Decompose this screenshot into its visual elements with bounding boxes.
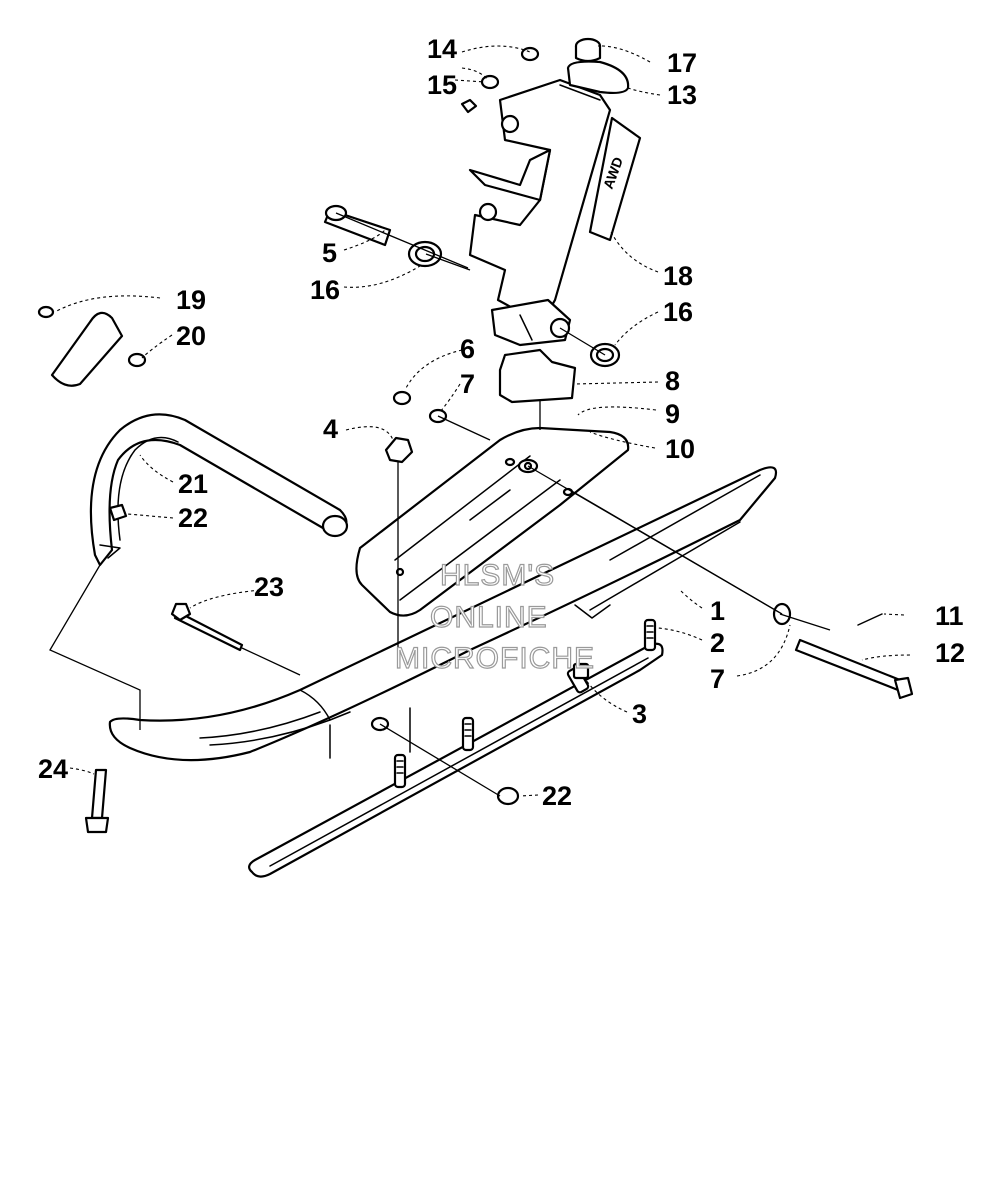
ski [108, 466, 778, 762]
callout-6: 6 [460, 334, 475, 364]
callout-24: 24 [38, 754, 68, 784]
callout-7-lower: 7 [710, 664, 725, 694]
assembly-lines [49, 212, 831, 797]
callout-7-upper: 7 [460, 369, 475, 399]
callout-4: 4 [323, 414, 338, 444]
small-hardware [37, 46, 914, 834]
callout-1: 1 [710, 596, 725, 626]
ski-loop-handle [89, 413, 349, 567]
watermark-line-2: ONLINE [430, 601, 548, 634]
watermark-line-1: HLSM'S [440, 559, 555, 592]
callout-17: 17 [667, 48, 697, 78]
callout-2: 2 [710, 628, 725, 658]
callout-22-lower: 22 [542, 781, 572, 811]
spindle-arm [468, 78, 612, 347]
spindle-decal: AWD [588, 116, 642, 242]
callout-15: 15 [427, 70, 457, 100]
callout-18: 18 [663, 261, 693, 291]
callout-14: 14 [427, 34, 457, 64]
callout-9: 9 [665, 399, 680, 429]
callout-5: 5 [322, 238, 337, 268]
ski-saddle [355, 426, 630, 617]
callout-11: 11 [935, 601, 964, 631]
callout-10: 10 [665, 434, 695, 464]
callout-22-upper: 22 [178, 503, 208, 533]
wear-bar [248, 642, 664, 878]
watermark: HLSM'S ONLINE MICROFICHE [394, 558, 595, 675]
callout-16-left: 16 [310, 275, 340, 305]
callout-21: 21 [178, 469, 208, 499]
callout-19: 19 [176, 285, 206, 315]
callout-13: 13 [667, 80, 697, 110]
callout-20: 20 [176, 321, 206, 351]
callout-12: 12 [935, 638, 965, 668]
callout-labels: 14 15 17 13 5 16 18 16 19 20 6 7 8 9 4 1… [38, 34, 965, 811]
wear-bar-studs [393, 618, 657, 789]
watermark-line-3: MICROFICHE [395, 642, 595, 675]
callout-3: 3 [632, 699, 647, 729]
callout-16-right: 16 [663, 297, 693, 327]
callout-8: 8 [665, 366, 680, 396]
leader-lines [54, 45, 911, 797]
callout-23: 23 [254, 572, 284, 602]
spindle-cap [566, 37, 630, 94]
